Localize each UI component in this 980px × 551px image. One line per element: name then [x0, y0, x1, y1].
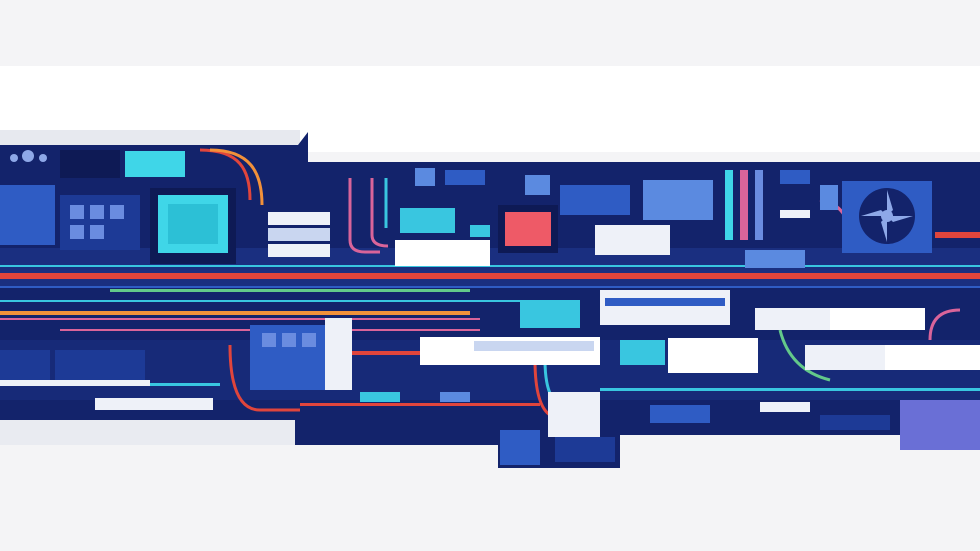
display-screen [125, 151, 185, 177]
server-tile-2 [830, 308, 925, 330]
trace-red-short [350, 351, 430, 355]
bottom-shadow-step [0, 420, 295, 445]
server-tile-4 [885, 345, 980, 370]
status-led-2 [22, 150, 34, 162]
network-card-2 [520, 300, 580, 328]
top-white-step [300, 132, 980, 152]
comp-11 [780, 210, 810, 218]
trace-curve-11 [928, 308, 961, 341]
trace-pink-long [0, 318, 480, 320]
comp-9 [470, 225, 490, 237]
comp-1 [360, 392, 400, 402]
rack-server-slot [605, 298, 725, 306]
trace-blue-top [0, 286, 980, 288]
trace-curve-2 [209, 148, 264, 206]
small-bay [745, 250, 805, 268]
storage-base [500, 430, 540, 465]
chip-small-2 [90, 205, 104, 219]
chip-small-5 [90, 225, 104, 239]
status-led-1 [10, 154, 18, 162]
rack-lower-left [0, 350, 50, 380]
storage-base-2 [555, 437, 615, 462]
comp-12 [820, 185, 838, 210]
display-panel [60, 150, 120, 178]
trace-green-long [110, 289, 470, 292]
storage-unit [548, 392, 600, 437]
chip-small-1 [70, 205, 84, 219]
cpu-chip-icon [150, 188, 236, 264]
grille-panel [668, 338, 758, 373]
gpu-chip-icon [498, 205, 558, 253]
network-card [400, 208, 455, 233]
network-switch-icon [420, 337, 600, 365]
rack-lower-mid [55, 350, 145, 380]
ram-stick-icon [725, 170, 763, 240]
violet-block [900, 400, 980, 450]
comp-6 [415, 168, 435, 186]
trace-curve-3 [348, 178, 380, 254]
comp-2 [440, 392, 470, 402]
bottom-left-plate [95, 398, 213, 410]
chip-cluster-left [60, 195, 140, 250]
cooling-fan-icon [842, 181, 932, 253]
trace-curve-6 [228, 344, 300, 412]
comp-3 [650, 405, 710, 423]
comp-7 [445, 170, 485, 185]
comp-4 [760, 402, 810, 412]
trace-red-main [0, 273, 980, 279]
trace-red-bottom [300, 403, 540, 406]
cyan-panel [620, 340, 665, 365]
comp-13 [935, 232, 980, 238]
chassis-cube [250, 318, 352, 390]
lower-rail [0, 380, 150, 386]
comp-8 [525, 175, 550, 195]
port-bank [560, 185, 630, 215]
rack-server-center [600, 290, 730, 325]
server-unit-1 [595, 225, 670, 255]
chip-small-4 [70, 225, 84, 239]
status-led-3 [39, 154, 47, 162]
chip-small-3 [110, 205, 124, 219]
top-white-band [0, 66, 980, 132]
comp-10 [780, 170, 810, 184]
trace-cyan-long [0, 300, 520, 302]
drive-array [643, 180, 713, 220]
server-tile-1 [755, 308, 850, 330]
comp-5 [820, 415, 890, 430]
trace-orange-long [0, 311, 470, 315]
server-module-icon [268, 212, 330, 257]
trace-cyan-right [600, 388, 980, 391]
top-shadow-step [0, 130, 300, 145]
trace-curve-4 [370, 178, 389, 248]
trace-curve-9 [778, 329, 831, 382]
switch-white [395, 240, 490, 266]
side-module [0, 185, 55, 245]
